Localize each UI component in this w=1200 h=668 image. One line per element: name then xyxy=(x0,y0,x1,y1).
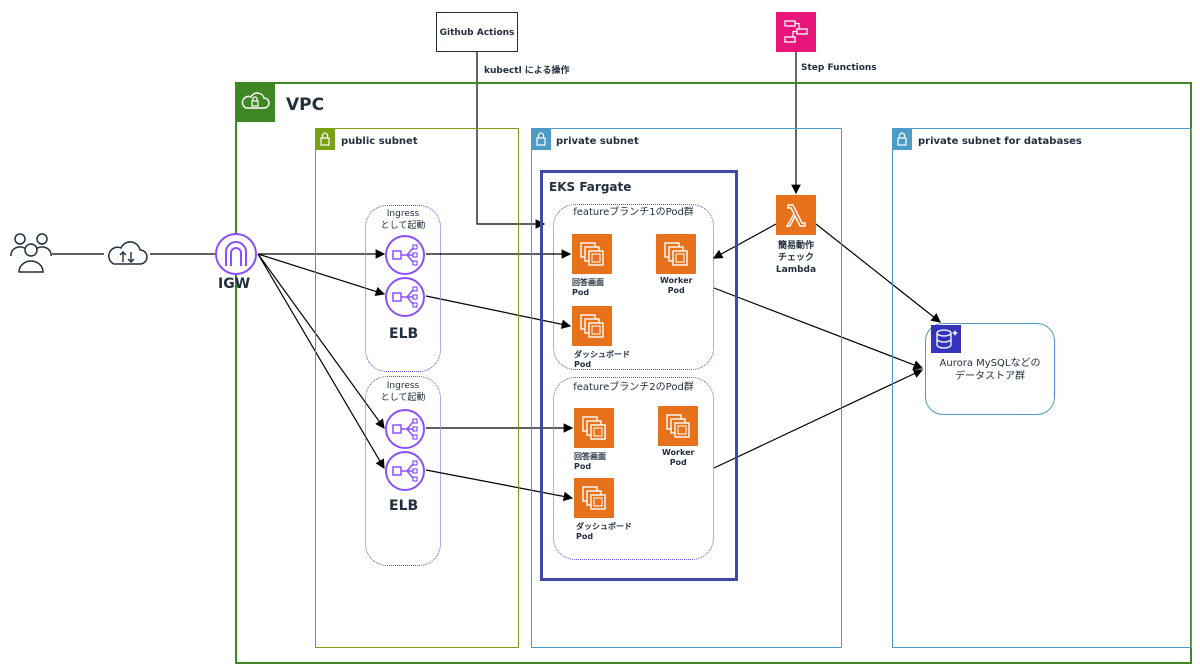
pod-label: 回答画面 Pod xyxy=(574,452,606,471)
pod-icon xyxy=(572,234,612,274)
elb-icon xyxy=(384,450,426,492)
public-subnet xyxy=(315,128,519,648)
lock-icon xyxy=(892,128,912,150)
pod-label: ダッシュボード Pod xyxy=(576,522,632,541)
elb2b-to-pod xyxy=(425,469,574,502)
database-group xyxy=(925,323,1055,415)
feature-branch-1-group xyxy=(553,204,714,370)
pod-label: Worker Pod xyxy=(662,448,695,467)
elb-icon xyxy=(384,408,426,450)
internet-gateway-icon xyxy=(214,232,258,276)
igw-to-elb2b xyxy=(257,253,385,470)
kubectl-edge-label: kubectl による操作 xyxy=(484,66,570,76)
internet-cloud-icon xyxy=(104,238,150,270)
github-kubectl-line xyxy=(476,52,546,229)
lambda-label: 簡易動作 チェック Lambda xyxy=(775,241,817,275)
igw-to-elb1b xyxy=(257,253,386,297)
pod-icon xyxy=(574,478,614,518)
fb1-to-db xyxy=(713,287,924,370)
lambda-icon xyxy=(776,195,816,235)
elb-label: ELB xyxy=(389,326,419,342)
eks-title: EKS Fargate xyxy=(549,180,632,194)
elb-icon xyxy=(384,234,426,276)
pod-icon xyxy=(572,306,612,346)
feature-branch-2-group xyxy=(553,377,714,560)
pod-icon xyxy=(658,406,698,446)
pod-icon xyxy=(656,234,696,274)
ingress-group xyxy=(365,376,441,566)
ingress-group xyxy=(365,205,441,372)
ingress-label: Ingress として起動 xyxy=(380,381,426,403)
private-db-subnet xyxy=(892,128,1192,648)
igw-label: IGW xyxy=(218,276,251,292)
vpc-cloud-icon xyxy=(235,82,275,122)
github-actions-box: Github Actions xyxy=(436,12,518,52)
private-subnet-label: private subnet xyxy=(556,136,639,147)
feature-branch-title: featureブランチ1のPod群 xyxy=(573,207,694,218)
vpc-title: VPC xyxy=(286,95,325,115)
lambda-to-fb1 xyxy=(712,223,777,259)
step-functions-label: Step Functions xyxy=(801,63,877,73)
lock-icon xyxy=(315,128,335,150)
database-label: Aurora MySQLなどの データストア群 xyxy=(939,358,1041,382)
private-db-subnet-label: private subnet for databases xyxy=(918,136,1082,147)
lock-icon xyxy=(531,128,551,150)
database-icon xyxy=(931,325,961,353)
pod-icon xyxy=(574,408,614,448)
ingress-label: Ingress として起動 xyxy=(380,209,426,231)
github-actions-label: Github Actions xyxy=(439,28,515,38)
lambda-to-db xyxy=(815,223,941,323)
feature-branch-title: featureブランチ2のPod群 xyxy=(573,382,694,393)
public-subnet-label: public subnet xyxy=(341,136,418,147)
elb-icon xyxy=(384,276,426,318)
pod-label: 回答画面 Pod xyxy=(572,278,604,297)
users-icon xyxy=(10,230,52,274)
igw-to-elb2a xyxy=(257,253,385,429)
pod-label: Worker Pod xyxy=(660,276,693,295)
fb2-to-db xyxy=(713,369,924,469)
elb1b-to-pod xyxy=(425,295,572,329)
step-functions-icon xyxy=(776,12,816,52)
eks-fargate-cluster xyxy=(540,170,738,581)
private-subnet xyxy=(531,128,842,648)
pod-label: ダッシュボード Pod xyxy=(574,350,630,369)
elb-label: ELB xyxy=(389,498,419,514)
